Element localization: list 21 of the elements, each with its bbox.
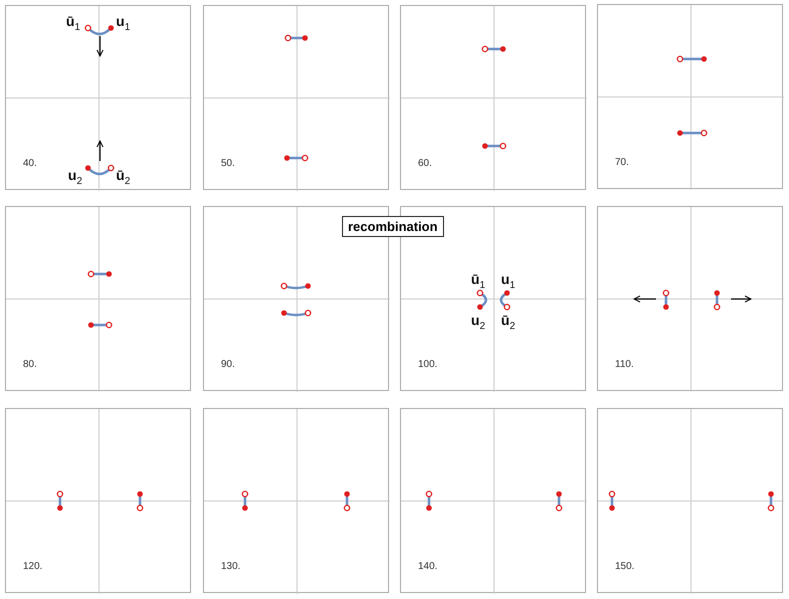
frame-number: 110. [615,359,634,370]
event-label-box: recombination [342,216,444,237]
frame-number: 60. [418,158,432,169]
endpoint-label: ū$_{2}$ [116,168,130,189]
frame-number: 50. [221,158,235,169]
frame-number: 150. [615,561,634,572]
frame-number: 40. [23,158,37,169]
endpoint-label: u$_{2}$ [68,168,82,189]
endpoint-label: u$_{1}$ [116,14,130,35]
frame-number: 140. [418,561,438,572]
frame-number: 90. [221,359,235,370]
endpoint-label: u$_{2}$ [471,313,486,334]
frame-number: 70. [615,157,629,168]
frame-number: 80. [23,359,37,370]
frame-number: 120. [23,561,42,572]
frame-number: 100. [418,359,438,370]
endpoint-label: u$_{1}$ [501,272,516,293]
endpoint-label: ū$_{1}$ [66,14,80,35]
frame-number: 130. [221,561,240,572]
endpoint-label: ū$_{2}$ [501,313,516,334]
endpoint-label: ū$_{1}$ [471,272,486,293]
